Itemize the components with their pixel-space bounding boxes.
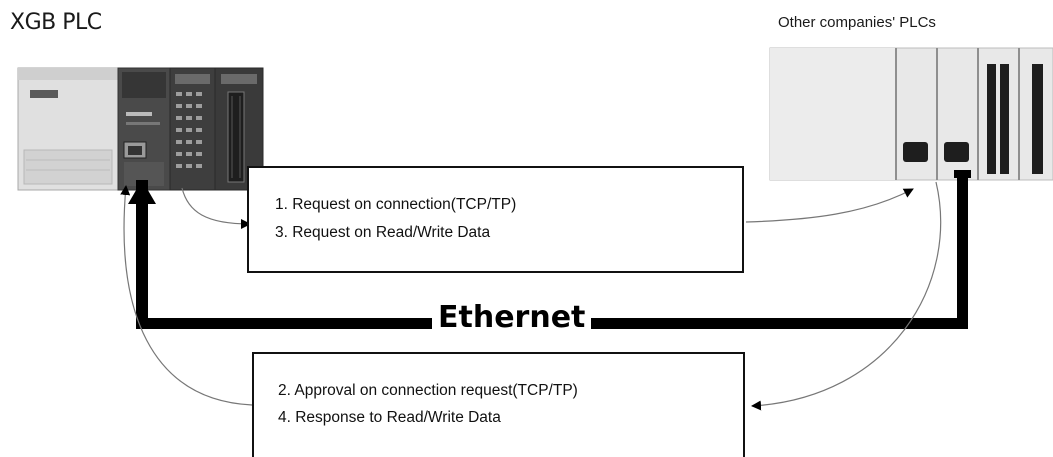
request-connection-text: 1. Request on connection(TCP/TP) (275, 196, 517, 213)
response-arrow-right (751, 181, 942, 411)
xgb-plc-image (17, 67, 264, 191)
response-box: 2. Approval on connection request(TCP/TP… (252, 352, 745, 457)
request-box: 1. Request on connection(TCP/TP) 3. Requ… (247, 166, 744, 273)
xgb-plc-title: XGB PLC (10, 10, 102, 35)
request-arrow-left (181, 187, 251, 229)
approval-connection-text: 2. Approval on connection request(TCP/TP… (278, 382, 578, 399)
other-plc-image (769, 47, 1053, 181)
other-plcs-title: Other companies' PLCs (778, 14, 936, 31)
request-readwrite-text: 3. Request on Read/Write Data (275, 224, 491, 241)
response-arrow-left (120, 185, 253, 406)
ethernet-label: Ethernet (432, 300, 592, 335)
response-readwrite-text: 4. Response to Read/Write Data (278, 409, 501, 426)
request-arrow-right (745, 188, 914, 223)
cable-arrowhead (128, 180, 156, 204)
